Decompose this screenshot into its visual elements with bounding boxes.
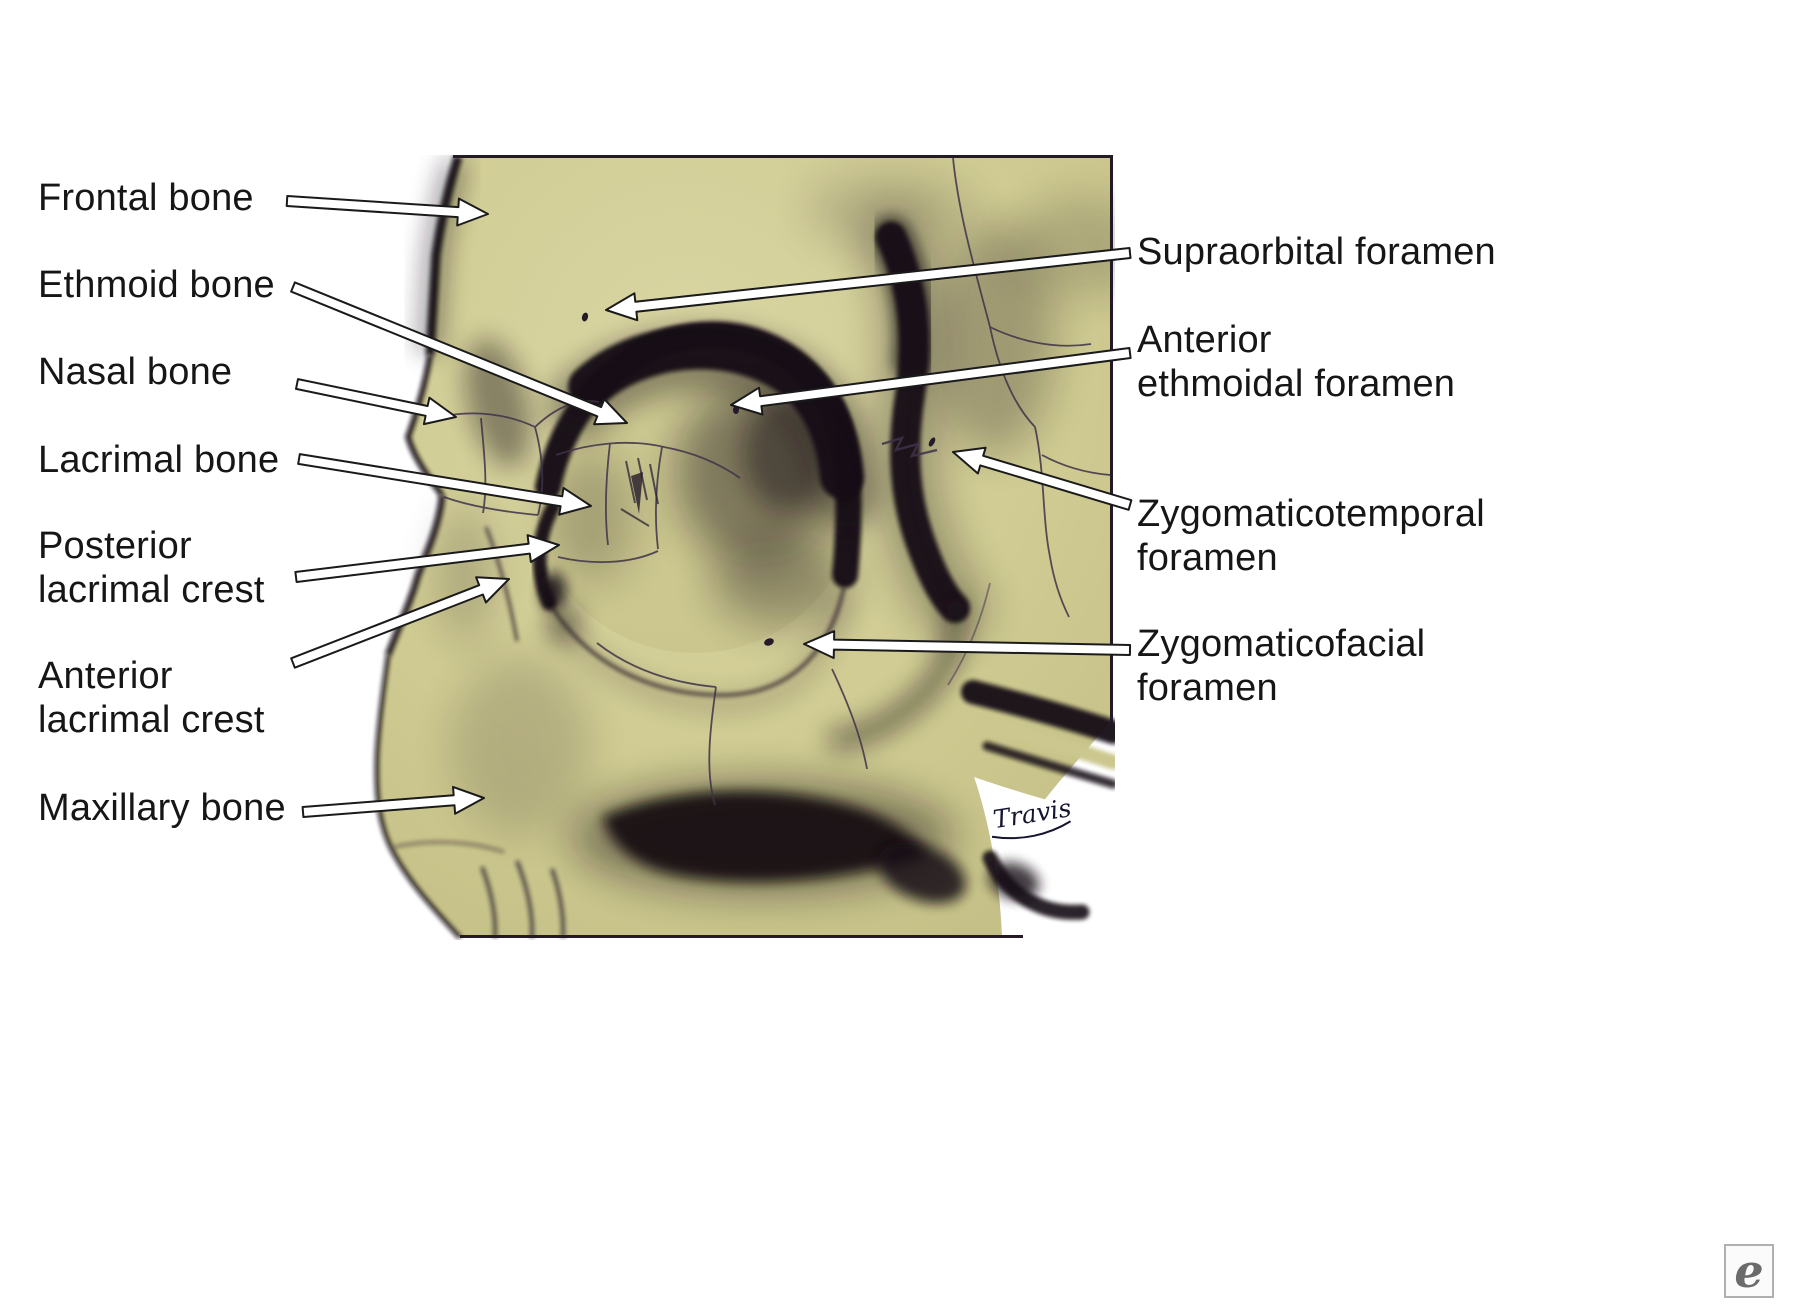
skull-illustration: Travis: [290, 155, 1115, 940]
zygomatic-shadow-mass: [572, 781, 966, 904]
orbit-interior: [537, 357, 853, 653]
orbit-hatching: [620, 457, 659, 527]
zygomaticofacial-foramen-dot: [764, 638, 774, 646]
label-ethmoid-bone: Ethmoid bone: [38, 264, 275, 306]
label-maxillary-bone: Maxillary bone: [38, 787, 286, 829]
label-posterior-lacrimal-crest: Posterior lacrimal crest: [38, 525, 265, 611]
label-zygomaticofacial-foramen: Zygomaticofacial foramen: [1137, 623, 1426, 709]
label-nasal-bone: Nasal bone: [38, 351, 233, 393]
publisher-logo-letter: e: [1734, 1244, 1764, 1298]
label-lacrimal-bone: Lacrimal bone: [38, 439, 280, 481]
zygomaticotemporal-foramen-dot: [928, 437, 936, 447]
label-frontal-bone: Frontal bone: [38, 177, 254, 219]
label-supraorbital-foramen: Supraorbital foramen: [1137, 231, 1496, 273]
skull-drawing: Travis: [290, 155, 1115, 940]
anterior-ethmoidal-foramen-dot: [733, 406, 739, 414]
mandible-notch-shadow: [988, 862, 1040, 900]
tooth-root-hatching: [393, 840, 566, 939]
publisher-logo: e: [1724, 1244, 1774, 1298]
label-anterior-ethmoidal-foramen: Anterior ethmoidal foramen: [1137, 319, 1456, 405]
label-anterior-lacrimal-crest: Anterior lacrimal crest: [38, 655, 265, 741]
signature-group: Travis: [991, 793, 1073, 840]
label-zygomaticotemporal-foramen: Zygomaticotemporal foramen: [1137, 493, 1485, 579]
